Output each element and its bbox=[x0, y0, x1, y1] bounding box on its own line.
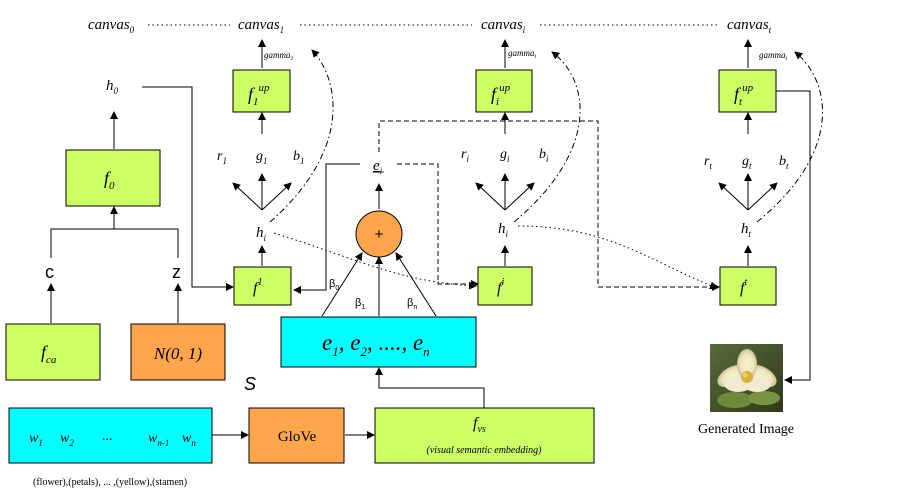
hi-to-bi-arrow bbox=[504, 182, 535, 211]
fvs-to-embed-arrow bbox=[375, 367, 485, 408]
ht-to-bt-arrow bbox=[747, 182, 778, 211]
ft-box bbox=[719, 266, 777, 306]
sum-node bbox=[355, 210, 403, 258]
ht-to-rt-arrow bbox=[718, 182, 749, 211]
fca-label: fca bbox=[41, 342, 57, 366]
ei-label: ei bbox=[373, 158, 383, 176]
gamma-t-label: gammat bbox=[759, 50, 788, 62]
gamma-i-label: gammai bbox=[508, 48, 537, 60]
beta1-label: β1 bbox=[355, 297, 365, 311]
words-dots: ... bbox=[102, 429, 113, 444]
rt-label: rt bbox=[704, 154, 712, 171]
ei-to-ft-dashed bbox=[378, 120, 720, 291]
labels: canvas0 canvas1 canvasi canvast gamma1 g… bbox=[29, 17, 794, 488]
fvs-label: fvs bbox=[473, 415, 486, 435]
bi-label: bi bbox=[539, 147, 549, 164]
h1-to-r1-arrow bbox=[232, 182, 263, 211]
hi-to-gammai-dashdot bbox=[513, 51, 581, 223]
gamma-1-label: gamma1 bbox=[264, 50, 294, 62]
h1-label: hi bbox=[256, 225, 267, 243]
f1-label: f1 bbox=[253, 277, 262, 297]
betan-label: βn bbox=[407, 297, 417, 311]
w1-label: w1 bbox=[29, 431, 43, 448]
h1-to-gamma1-dashdot bbox=[269, 49, 334, 223]
noise-box bbox=[130, 323, 226, 381]
words-box bbox=[8, 407, 213, 464]
embeddings-box bbox=[280, 316, 477, 368]
gi-label: gi bbox=[500, 147, 510, 164]
hi-to-ri-arrow bbox=[475, 182, 506, 211]
fi-box bbox=[477, 266, 533, 306]
canvas-i-label: canvasi bbox=[481, 17, 526, 35]
embeddings-label: e1, e2, ...., en bbox=[322, 330, 430, 359]
sum-plus-label: + bbox=[375, 226, 384, 243]
h1-to-b1-arrow bbox=[261, 182, 292, 211]
fi-label: fi bbox=[497, 277, 504, 297]
ei-to-fi-dashed bbox=[397, 163, 479, 288]
wn-label: wn bbox=[182, 431, 196, 448]
beta0-label: β0 bbox=[329, 278, 339, 292]
tokens-caption: (flower),(petals), ... ,(yellow),(stamen… bbox=[33, 477, 187, 488]
betan-arrow bbox=[395, 252, 437, 317]
ht-to-gammat-dashdot bbox=[756, 51, 824, 223]
connections bbox=[47, 24, 824, 439]
fupi-box bbox=[475, 69, 533, 113]
canvas-1-label: canvas1 bbox=[238, 17, 284, 35]
fvs-caption: (visual semantic embedding) bbox=[427, 445, 543, 456]
hi-to-ft-dotted bbox=[517, 225, 718, 290]
ei-to-f1-arrow bbox=[293, 163, 360, 294]
fup1-label: f1up bbox=[248, 82, 270, 108]
f1-box bbox=[233, 266, 292, 306]
canvas-0-label: canvas0 bbox=[88, 17, 135, 35]
c-label: c bbox=[45, 262, 54, 282]
c-to-f0-bracket bbox=[50, 228, 179, 258]
w2-label: w2 bbox=[60, 431, 74, 448]
generated-image bbox=[710, 344, 783, 412]
fup1-box bbox=[232, 69, 291, 113]
g1-label: g1 bbox=[256, 149, 268, 166]
fvs-box bbox=[374, 407, 595, 464]
b1-label: b1 bbox=[293, 149, 305, 166]
fupt-label: ftup bbox=[734, 82, 754, 108]
generated-image-caption: Generated Image bbox=[698, 422, 794, 437]
ri-label: ri bbox=[461, 147, 469, 164]
fupt-box bbox=[718, 69, 777, 113]
fupi-label: fiup bbox=[491, 82, 511, 108]
h0-to-f1-arrow bbox=[142, 86, 234, 291]
bt-label: bt bbox=[779, 154, 789, 171]
h0-label: h0 bbox=[106, 78, 119, 96]
boxes bbox=[5, 69, 777, 464]
gt-label: gt bbox=[742, 154, 752, 171]
beta0-arrow bbox=[321, 252, 363, 317]
ft-label: ft bbox=[740, 277, 747, 297]
f0-box bbox=[65, 149, 161, 207]
s-label: S bbox=[244, 374, 256, 394]
noise-label: N(0, 1) bbox=[153, 344, 203, 363]
wn1-label: wn-1 bbox=[148, 431, 169, 448]
fupt-to-image-arrow bbox=[776, 90, 811, 384]
fca-box bbox=[5, 323, 101, 381]
glove-label: GloVe bbox=[278, 429, 317, 445]
ht-label: ht bbox=[741, 221, 752, 239]
z-label: z bbox=[172, 262, 181, 282]
hi-label: hi bbox=[498, 221, 509, 239]
canvas-t-label: canvast bbox=[727, 17, 772, 35]
glove-box bbox=[248, 407, 345, 464]
f0-label: f0 bbox=[104, 168, 115, 192]
r1-label: r1 bbox=[217, 149, 227, 166]
